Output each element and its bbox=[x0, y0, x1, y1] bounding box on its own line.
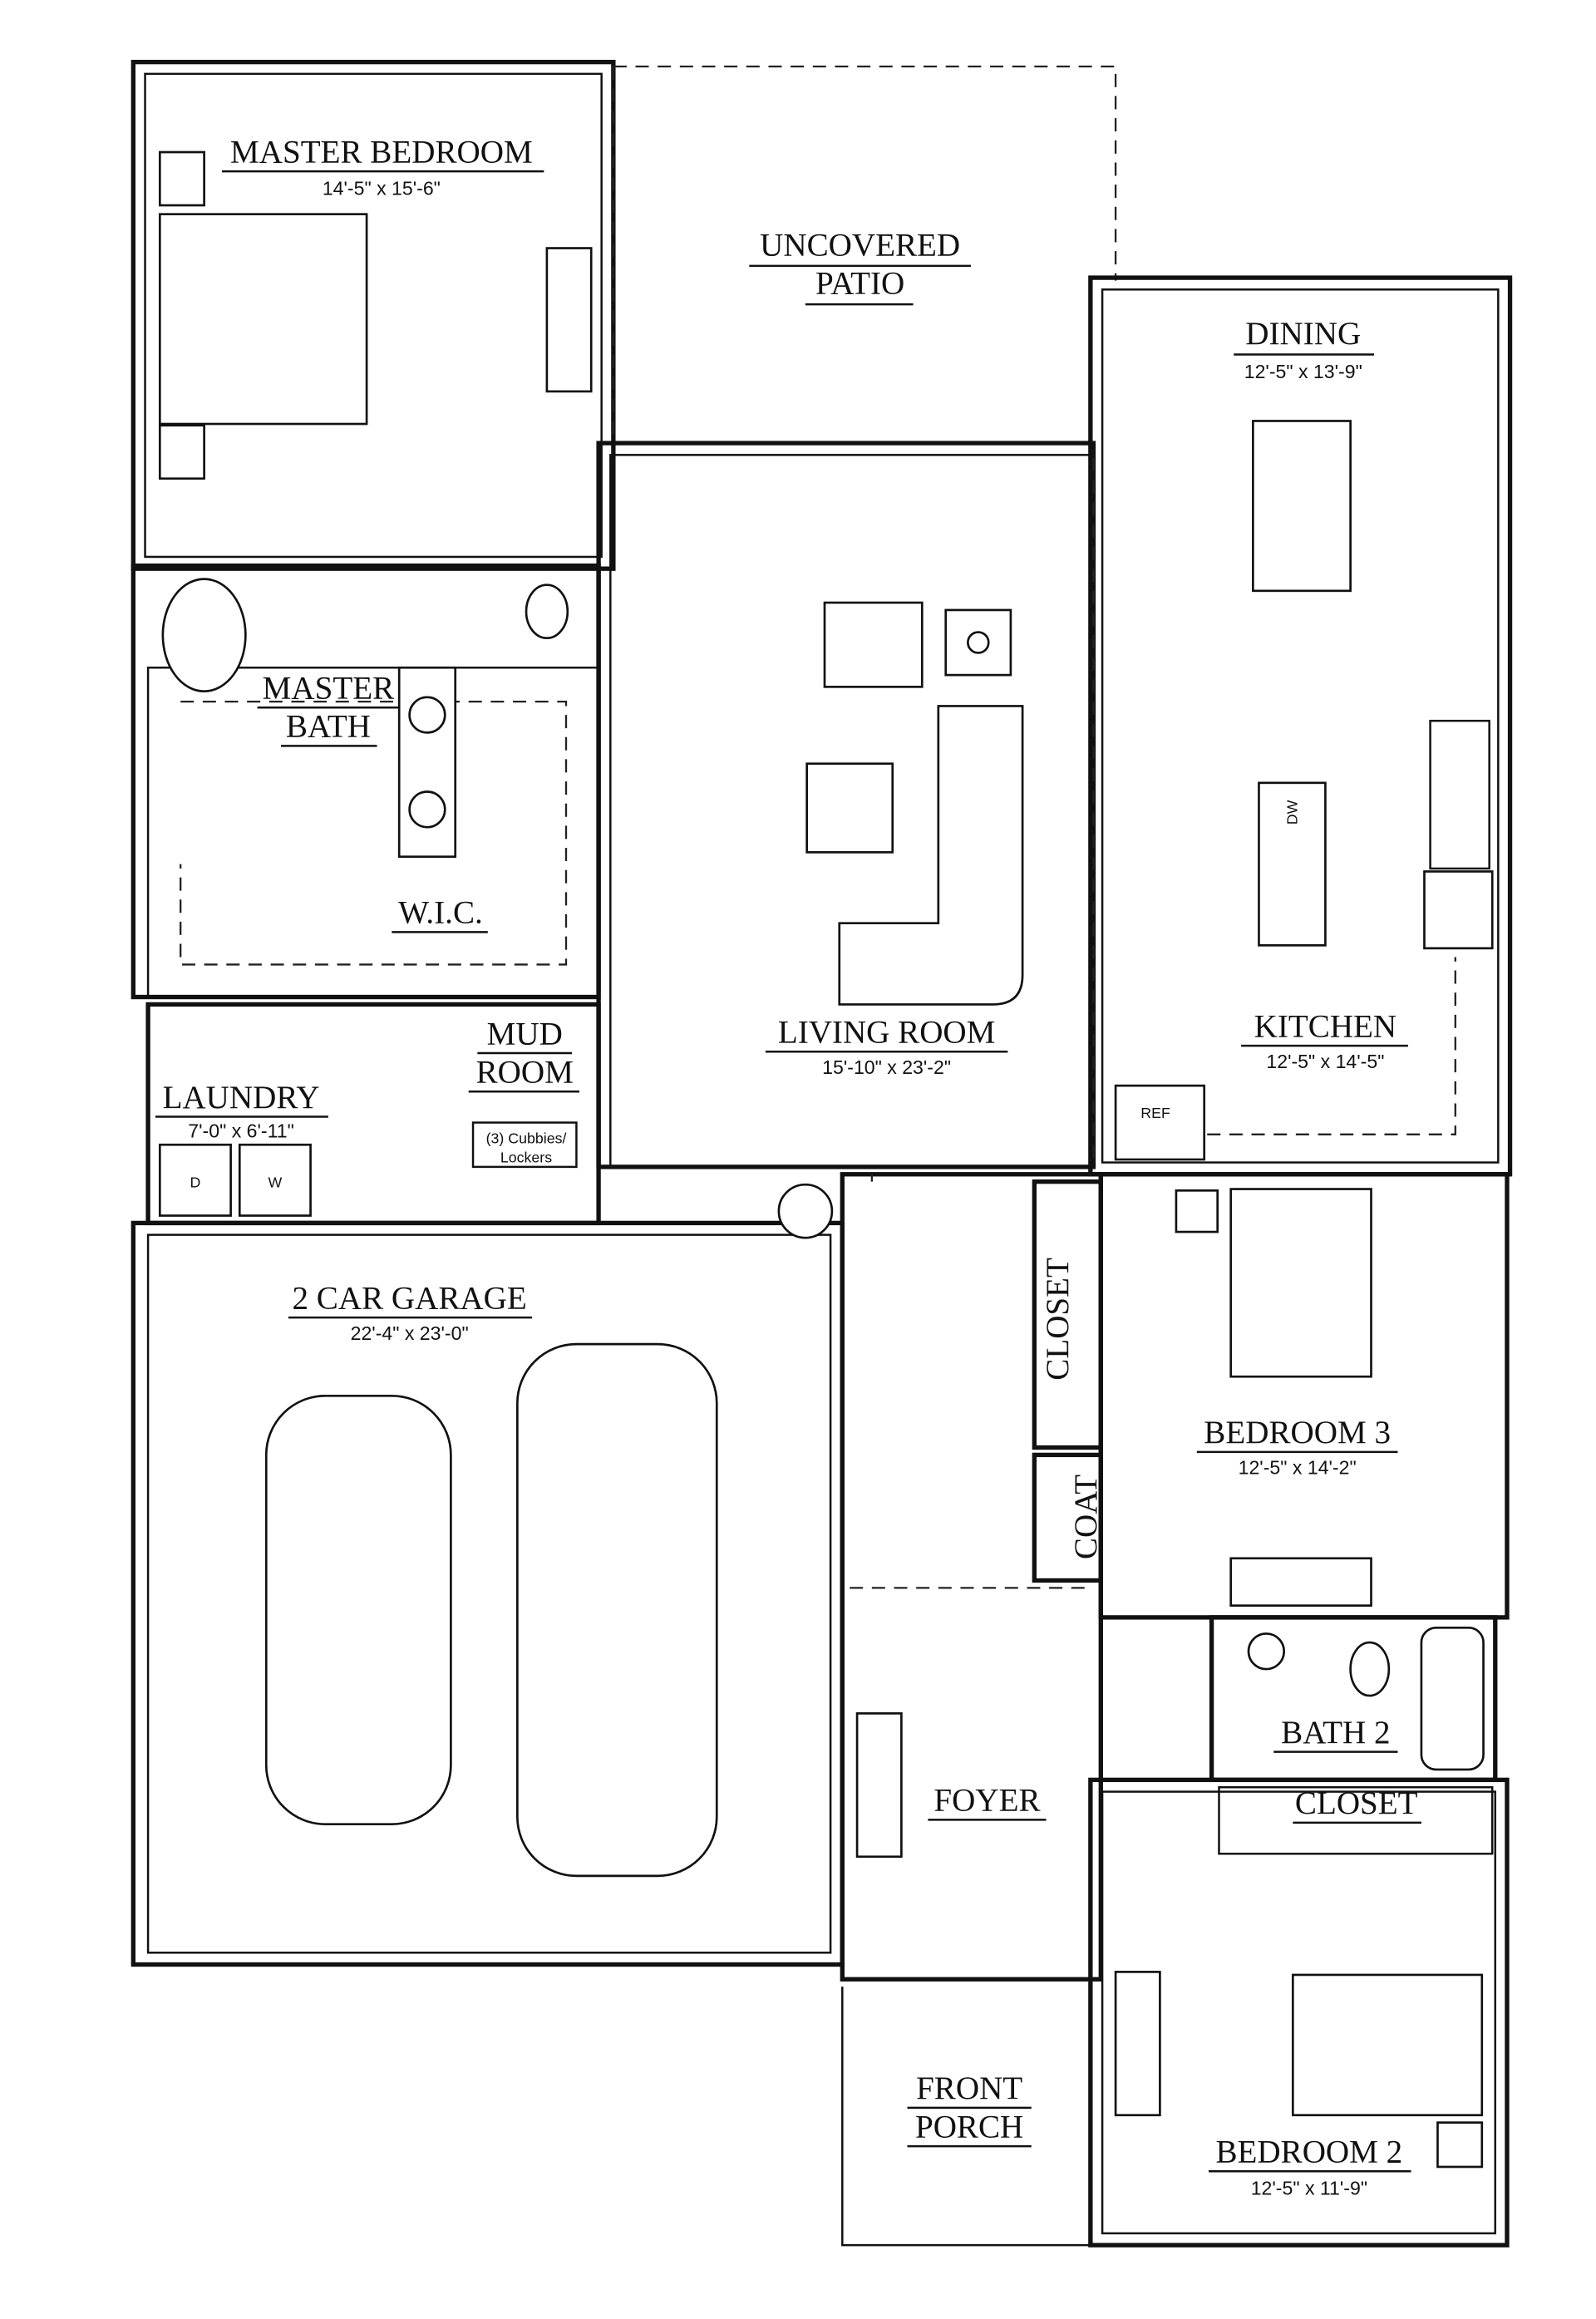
armchair bbox=[823, 601, 924, 688]
bedroom3-size: 12'-5" x 14'-2" bbox=[1239, 1457, 1357, 1479]
dining-table bbox=[1252, 420, 1352, 593]
coffee-table bbox=[805, 762, 894, 854]
nightstand bbox=[158, 150, 205, 207]
coat-closet-label: COAT bbox=[1068, 1475, 1104, 1559]
dresser bbox=[545, 247, 593, 393]
vanity bbox=[397, 666, 457, 859]
dresser bbox=[1229, 1557, 1372, 1608]
mud-room-label: MUD bbox=[487, 1016, 563, 1051]
master-bath-label: MASTER bbox=[263, 671, 395, 707]
garage-size: 22'-4" x 23'-0" bbox=[351, 1322, 469, 1344]
patio-label-2: PATIO bbox=[815, 266, 904, 302]
dresser bbox=[1114, 1971, 1161, 2117]
dryer bbox=[158, 1143, 232, 1217]
dining-label: DINING bbox=[1245, 316, 1361, 352]
furniture: DW REF D W bbox=[158, 150, 1485, 2169]
room-labels: MASTER BEDROOM 14'-5" x 15'-6" UNCOVERED… bbox=[155, 134, 1421, 2199]
nightstand bbox=[158, 424, 205, 480]
bed bbox=[1229, 1188, 1372, 1378]
cubbies-label-2: Lockers bbox=[500, 1150, 552, 1166]
bathtub bbox=[161, 578, 247, 693]
bedroom3-label: BEDROOM 3 bbox=[1204, 1415, 1391, 1450]
bathtub bbox=[1420, 1626, 1485, 1771]
front-porch-label-2: PORCH bbox=[915, 2109, 1023, 2144]
kitchen-size: 12'-5" x 14'-5" bbox=[1266, 1051, 1384, 1072]
mud-room-label-2: ROOM bbox=[476, 1055, 574, 1091]
car bbox=[264, 1394, 452, 1826]
bedroom2-closet-label: CLOSET bbox=[1295, 1785, 1418, 1821]
water-heater bbox=[777, 1183, 834, 1239]
nightstand bbox=[1175, 1189, 1219, 1233]
laundry-label: LAUNDRY bbox=[163, 1080, 320, 1115]
bedroom2-size: 12'-5" x 11'-9" bbox=[1251, 2178, 1367, 2199]
laundry-size: 7'-0" x 6'-11" bbox=[188, 1120, 293, 1141]
master-bedroom-size: 14'-5" x 15'-6" bbox=[323, 178, 441, 199]
kitchen-island bbox=[1258, 781, 1327, 947]
walls bbox=[131, 59, 1513, 2248]
cubbies-label: (3) Cubbies/ bbox=[486, 1130, 567, 1146]
ref-label: REF bbox=[1140, 1105, 1170, 1121]
living-room-size: 15'-10" x 23'-2" bbox=[822, 1056, 951, 1078]
washer bbox=[238, 1143, 312, 1217]
garage-label: 2 CAR GARAGE bbox=[293, 1280, 527, 1316]
toilet bbox=[525, 583, 569, 640]
nightstand bbox=[1436, 2121, 1484, 2169]
sink bbox=[1247, 1632, 1285, 1671]
dishwasher-label: DW bbox=[1284, 800, 1301, 825]
bed bbox=[158, 213, 368, 426]
dryer-label: D bbox=[190, 1174, 201, 1191]
refrigerator bbox=[1114, 1084, 1206, 1161]
toilet bbox=[1349, 1641, 1391, 1697]
bedroom2-label: BEDROOM 2 bbox=[1216, 2134, 1403, 2170]
master-bath-label-2: BATH bbox=[286, 709, 371, 745]
car bbox=[516, 1342, 718, 1878]
bath2-label: BATH 2 bbox=[1281, 1715, 1390, 1750]
console-table bbox=[855, 1712, 903, 1859]
kitchen-label: KITCHEN bbox=[1254, 1009, 1396, 1045]
wic-label: W.I.C. bbox=[398, 895, 483, 931]
master-bedroom-label: MASTER BEDROOM bbox=[230, 134, 533, 170]
living-room-label: LIVING ROOM bbox=[778, 1015, 996, 1051]
washer-label: W bbox=[268, 1174, 283, 1191]
dining-size: 12'-5" x 13'-9" bbox=[1244, 361, 1362, 382]
bed bbox=[1291, 1973, 1484, 2117]
sectional-sofa bbox=[838, 705, 1024, 1006]
patio-label: UNCOVERED bbox=[760, 227, 960, 263]
front-porch-label: FRONT bbox=[916, 2070, 1022, 2106]
hall-closet-label: CLOSET bbox=[1040, 1258, 1076, 1381]
foyer-label: FOYER bbox=[933, 1783, 1040, 1819]
